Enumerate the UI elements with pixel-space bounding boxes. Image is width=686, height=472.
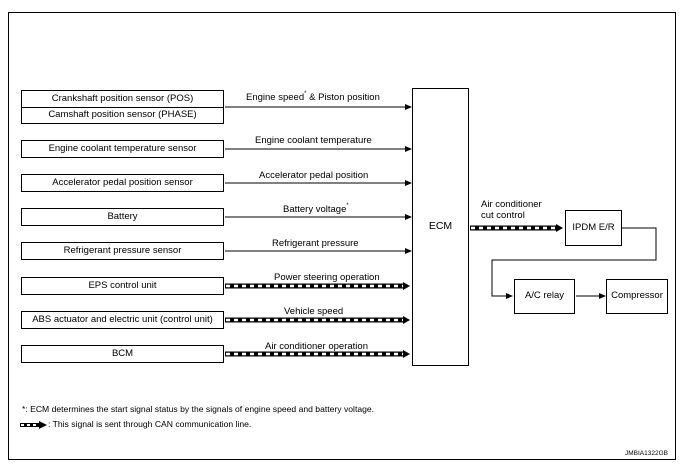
cut-control-line2: cut control: [481, 209, 525, 221]
camshaft-position-sensor-label: Camshaft position sensor (PHASE): [48, 109, 197, 121]
signal-label-engine-speed: Engine speed* & Piston position: [246, 91, 380, 104]
signal-label-power-steering-operation: Power steering operation: [274, 272, 380, 283]
signal-line-eps-arrowhead: [403, 282, 410, 290]
signal-label-engine-coolant-temperature: Engine coolant temperature: [255, 135, 372, 146]
engine-coolant-temperature-sensor-box: Engine coolant temperature sensor: [21, 140, 224, 158]
signal-label-battery-voltage: Battery voltage*: [283, 203, 349, 216]
signal-label-air-conditioner-cut-control: Air conditioner cut control: [481, 199, 542, 222]
signal-label-vehicle-speed: Vehicle speed: [284, 306, 344, 317]
signal-label-air-conditioner-operation: Air conditioner operation: [265, 341, 368, 352]
compressor-box: Compressor: [606, 279, 668, 314]
diagram-frame: [8, 12, 676, 460]
crankshaft-position-sensor-label: Crankshaft position sensor (POS): [22, 91, 223, 108]
signal-label-refrigerant-pressure: Refrigerant pressure: [272, 238, 359, 249]
can-line-legend-text: : This signal is sent through CAN commun…: [48, 419, 252, 429]
ac-relay-box: A/C relay: [514, 279, 575, 314]
asterisk-footnote: *: ECM determines the start signal statu…: [22, 404, 375, 414]
signal-battery-voltage-text: Battery voltage: [283, 204, 347, 215]
can-line-legend-icon: [20, 420, 47, 429]
signal-piston-position-text: & Piston position: [306, 92, 380, 103]
accelerator-pedal-position-sensor-box: Accelerator pedal position sensor: [21, 174, 224, 192]
eps-control-unit-box: EPS control unit: [21, 277, 224, 295]
asterisk-mark: *: [304, 91, 307, 97]
image-reference-code: JMBIA1322GB: [625, 450, 668, 457]
signal-label-accelerator-pedal-position: Accelerator pedal position: [259, 170, 369, 181]
signal-line-bcm-arrowhead: [403, 350, 410, 358]
ipdm-er-box: IPDM E/R: [565, 210, 622, 246]
signal-line-ipdm-to-relay: [491, 227, 657, 299]
can-line-legend: : This signal is sent through CAN commun…: [20, 419, 251, 429]
ecm-box: ECM: [412, 88, 469, 366]
refrigerant-pressure-sensor-box: Refrigerant pressure sensor: [21, 242, 224, 260]
battery-box: Battery: [21, 208, 224, 226]
abs-actuator-box: ABS actuator and electric unit (control …: [21, 311, 224, 329]
signal-line-abs-arrowhead: [403, 316, 410, 324]
signal-engine-speed-text: Engine speed: [246, 92, 305, 103]
cut-control-line1: Air conditioner: [481, 199, 542, 210]
signal-line-cut-control-arrowhead: [556, 224, 563, 232]
asterisk-mark: *: [346, 203, 349, 209]
bcm-box: BCM: [21, 345, 224, 363]
crankshaft-camshaft-sensor-box: Crankshaft position sensor (POS) Camshaf…: [21, 90, 224, 124]
